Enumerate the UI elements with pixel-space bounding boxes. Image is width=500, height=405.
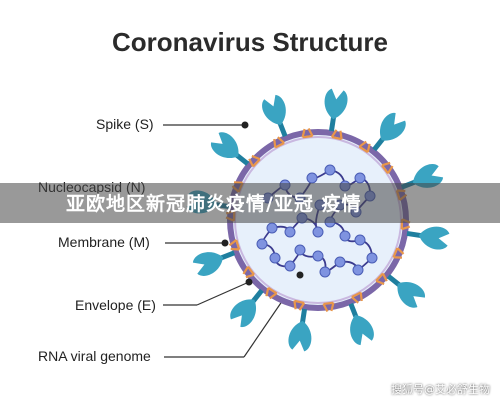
nucleocapsid-protein	[334, 256, 346, 268]
membrane-protein-mark	[322, 301, 335, 313]
label-membrane: Membrane (M)	[58, 234, 150, 250]
membrane-protein-mark	[248, 154, 261, 168]
membrane-protein	[392, 247, 405, 259]
spike-head	[192, 252, 224, 276]
nucleocapsid-protein	[306, 172, 318, 184]
spike-head	[412, 164, 444, 188]
membrane-protein-mark	[330, 129, 343, 141]
nucleocapsid-protein	[312, 250, 324, 262]
nucleocapsid-protein	[319, 266, 331, 278]
membrane-protein-mark	[265, 286, 278, 300]
spike-protein	[288, 308, 312, 352]
nucleocapsid-protein	[294, 244, 306, 256]
watermark: 搜狐号@艾必舒生物	[391, 383, 490, 396]
spike-protein	[324, 88, 348, 132]
membrane-protein-mark	[293, 299, 306, 311]
spike-protein	[348, 302, 374, 346]
nucleocapsid-protein	[354, 172, 366, 184]
membrane-protein-mark	[358, 140, 371, 154]
leader-dot-envelope	[245, 278, 253, 286]
nucleocapsid-protein	[312, 226, 324, 238]
spike-head	[380, 113, 406, 141]
leader-dot-spike	[241, 121, 249, 129]
nucleocapsid-protein	[352, 264, 364, 276]
nucleocapsid-protein	[366, 252, 378, 264]
spike-head	[262, 94, 286, 126]
membrane-protein-mark	[242, 266, 255, 279]
nucleocapsid-protein	[354, 234, 366, 246]
label-envelope: Envelope (E)	[75, 297, 156, 313]
spike-protein	[406, 226, 450, 250]
nucleocapsid-protein	[269, 252, 281, 264]
nucleocapsid-protein	[284, 226, 296, 238]
label-rna-genome: RNA viral genome	[38, 348, 151, 364]
membrane-protein-mark	[375, 272, 388, 286]
membrane-protein	[248, 154, 261, 168]
spike-head	[288, 320, 312, 352]
membrane-protein-mark	[392, 247, 405, 259]
spike-protein	[211, 132, 250, 166]
membrane-protein	[265, 286, 278, 300]
spike-protein	[230, 288, 264, 327]
membrane-protein-mark	[273, 136, 285, 149]
spike-protein	[262, 94, 288, 138]
nucleocapsid-protein	[339, 230, 351, 242]
membrane-protein	[293, 299, 306, 311]
spike-head	[324, 88, 348, 120]
membrane-protein-mark	[381, 161, 394, 174]
membrane-protein-mark	[228, 239, 241, 251]
membrane-protein	[330, 129, 343, 141]
overlay-banner	[0, 183, 500, 223]
membrane-protein	[242, 266, 255, 279]
spike-protein	[386, 274, 425, 308]
nucleocapsid-protein	[256, 238, 268, 250]
membrane-protein	[358, 140, 371, 154]
spike-head	[397, 282, 425, 308]
membrane-protein	[228, 239, 241, 251]
nucleocapsid-protein	[266, 222, 278, 234]
leader-dot-rna	[296, 271, 304, 279]
membrane-protein	[351, 291, 363, 304]
spike-head	[230, 299, 256, 327]
membrane-protein	[381, 161, 394, 174]
spike-protein	[372, 113, 406, 152]
membrane-protein-mark	[351, 291, 363, 304]
label-spike: Spike (S)	[96, 116, 154, 132]
membrane-protein	[301, 127, 314, 139]
membrane-protein-mark	[301, 127, 314, 139]
diagram-title: Coronavirus Structure	[112, 27, 388, 57]
membrane-protein	[375, 272, 388, 286]
nucleocapsid-protein	[284, 260, 296, 272]
nucleocapsid-protein	[324, 164, 336, 176]
leader-line-envelope-diag	[196, 281, 250, 306]
spike-head	[350, 314, 374, 346]
membrane-protein	[273, 136, 285, 149]
leader-dot-membrane	[221, 239, 229, 247]
spike-head	[418, 226, 450, 250]
spike-protein	[192, 250, 236, 276]
membrane-protein	[322, 301, 335, 313]
overlay-banner-text: 亚欧地区新冠肺炎疫情/亚冠 疫情	[66, 193, 362, 215]
spike-head	[211, 132, 239, 158]
